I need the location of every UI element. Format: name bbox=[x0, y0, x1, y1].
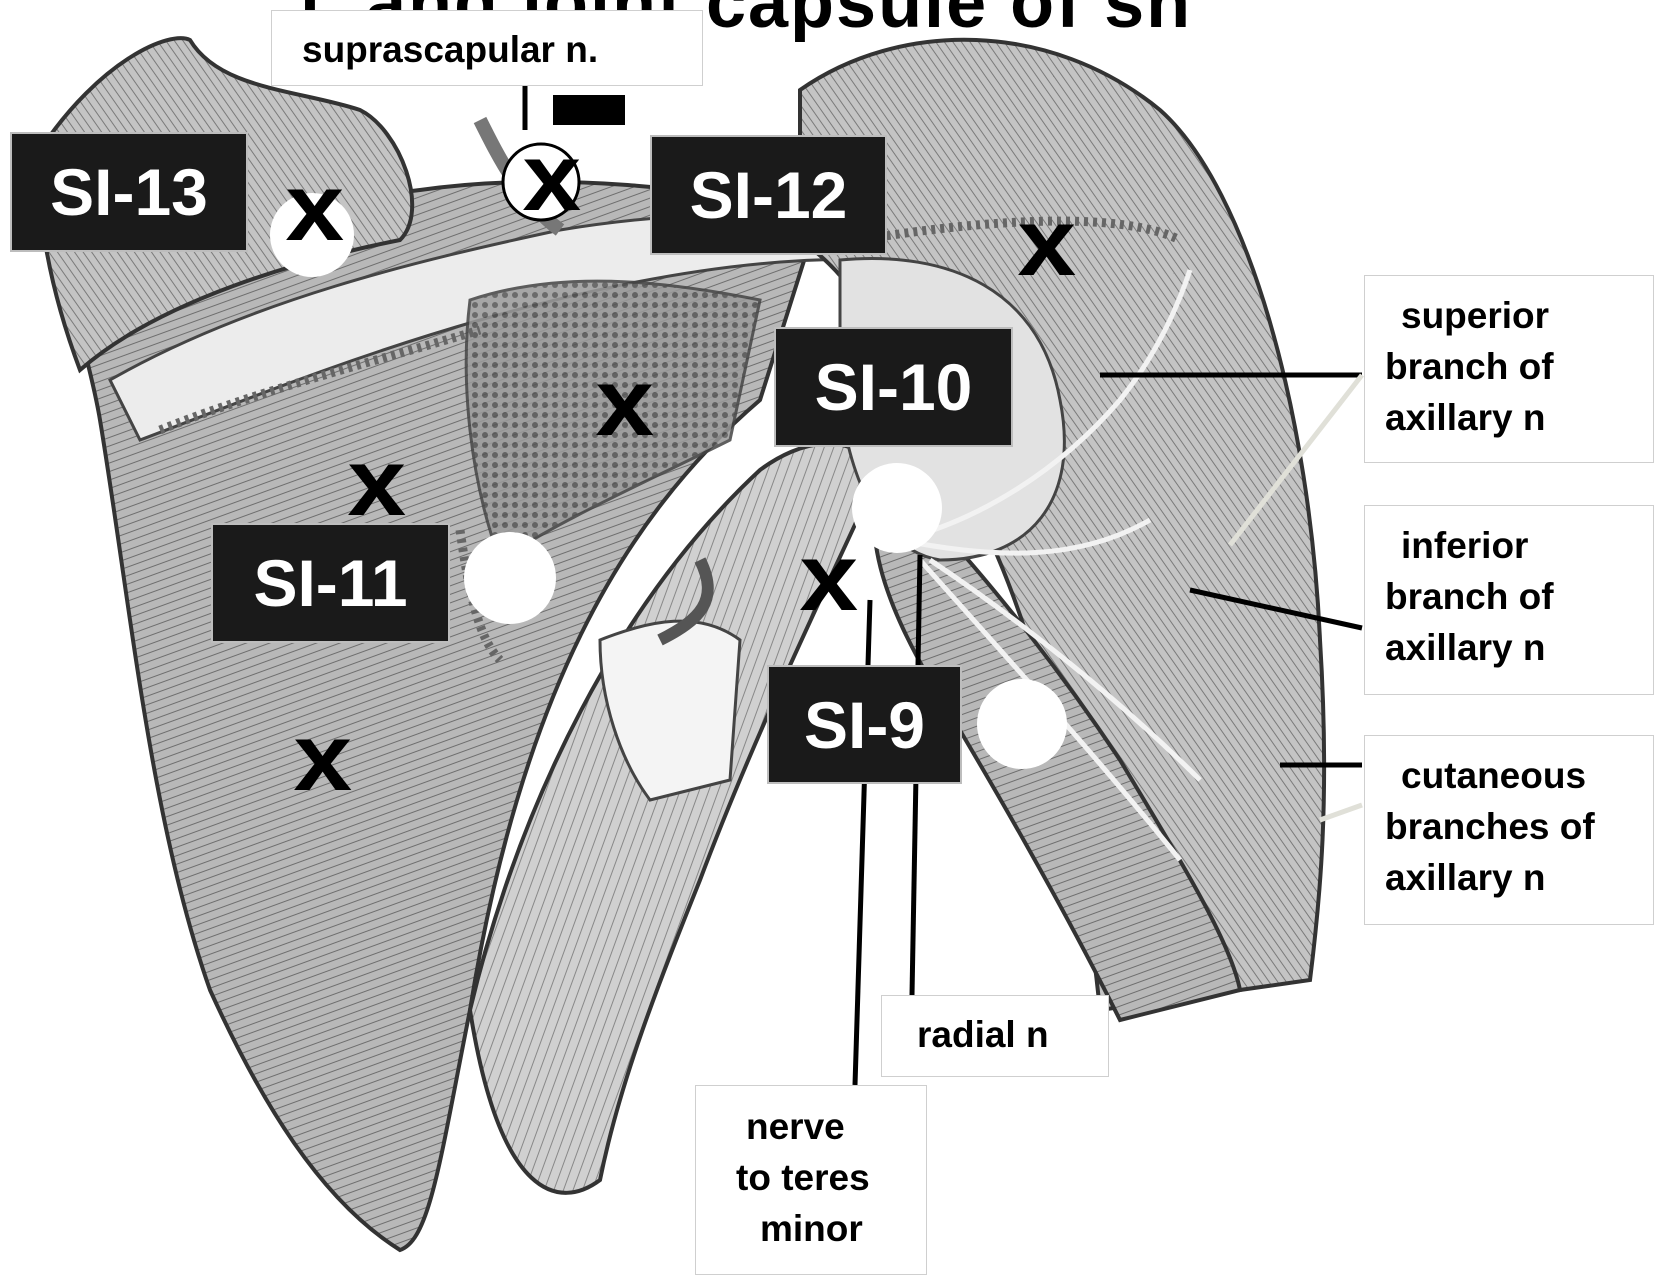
point-label-si-11: SI-11 bbox=[211, 523, 450, 643]
label-line: branch of bbox=[1385, 341, 1653, 392]
label-line: branch of bbox=[1385, 571, 1653, 622]
x-marker: x bbox=[285, 160, 344, 256]
label-line: cutaneous bbox=[1385, 750, 1653, 801]
x-marker: x bbox=[595, 355, 654, 451]
label-line: superior bbox=[1385, 290, 1653, 341]
x-marker: x bbox=[293, 710, 352, 806]
label-line: axillary n bbox=[1385, 852, 1653, 903]
label-suprascapular-nerve: suprascapular n. bbox=[271, 10, 703, 86]
label-line: inferior bbox=[1385, 520, 1653, 571]
x-marker: x bbox=[522, 130, 581, 226]
label-line: axillary n bbox=[1385, 622, 1653, 673]
label-line: nerve bbox=[736, 1101, 926, 1152]
x-marker: x bbox=[1017, 195, 1076, 291]
label-cutaneous-branches-axillary-nerve: cutaneous branches of axillary n bbox=[1364, 735, 1654, 925]
label-line: radial n bbox=[917, 1009, 1108, 1060]
label-line: minor bbox=[736, 1203, 926, 1254]
x-marker: x bbox=[347, 435, 406, 531]
x-marker: x bbox=[799, 530, 858, 626]
label-line: axillary n bbox=[1385, 392, 1653, 443]
label-superior-branch-axillary-nerve: superior branch of axillary n bbox=[1364, 275, 1654, 463]
point-label-si-9: SI-9 bbox=[767, 665, 962, 784]
point-label-si-10: SI-10 bbox=[774, 327, 1013, 447]
label-nerve-to-teres-minor: nerve to teres minor bbox=[695, 1085, 927, 1275]
label-line: to teres bbox=[736, 1152, 926, 1203]
label-line: branches of bbox=[1385, 801, 1653, 852]
point-label-si-13: SI-13 bbox=[10, 132, 248, 252]
black-bar-mark bbox=[553, 95, 625, 125]
label-line: suprascapular n. bbox=[302, 24, 702, 75]
label-inferior-branch-axillary-nerve: inferior branch of axillary n bbox=[1364, 505, 1654, 695]
point-label-si-12: SI-12 bbox=[650, 135, 887, 255]
label-radial-nerve: radial n bbox=[881, 995, 1109, 1077]
